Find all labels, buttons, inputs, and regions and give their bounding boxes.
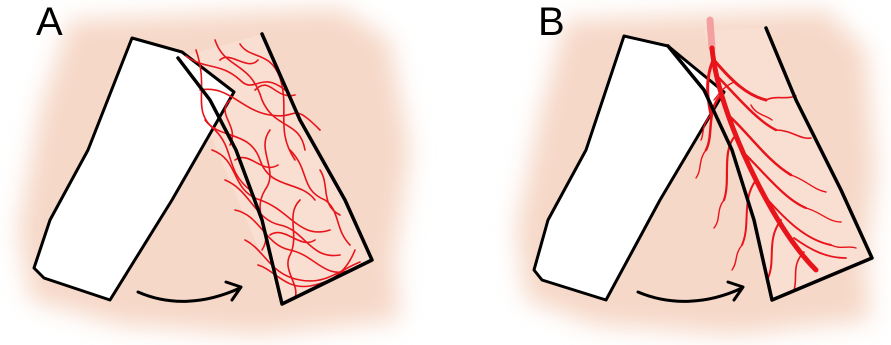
panel-b-axial-flap: B [446, 0, 891, 345]
flap-diagram-a [0, 0, 445, 345]
panel-label-b: B [538, 2, 565, 42]
panel-label-a: A [36, 2, 63, 42]
flap-diagram-b [446, 0, 891, 345]
panel-a-random-flap: A [0, 0, 445, 345]
